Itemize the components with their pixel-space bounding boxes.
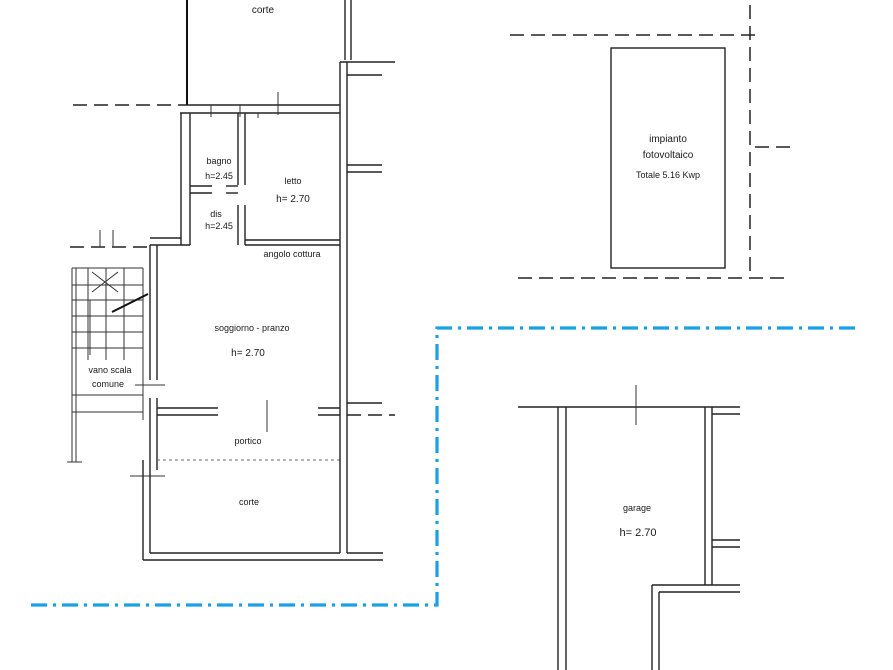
label-dis-height: h=2.45 [205, 221, 233, 231]
fotovoltaico-panel [610, 47, 726, 269]
label-garage-height: h= 2.70 [619, 527, 656, 539]
label-bagno-height: h=2.45 [205, 171, 233, 181]
label-angolo-cottura: angolo cottura [263, 249, 320, 259]
label-letto-height: h= 2.70 [276, 194, 310, 205]
label-corte-bottom: corte [239, 497, 259, 507]
label-bagno: bagno [206, 156, 231, 166]
label-soggiorno: soggiorno - pranzo [214, 323, 289, 333]
label-dis: dis [210, 209, 222, 219]
label-soggiorno-height: h= 2.70 [231, 348, 265, 359]
label-vano-scala: vano scala [88, 365, 131, 375]
stair-symbol [67, 230, 165, 463]
label-letto: letto [284, 176, 301, 186]
label-impianto: impianto [649, 134, 687, 145]
label-totale-kwp: Totale 5.16 Kwp [636, 170, 700, 180]
garage-walls [518, 385, 740, 670]
label-portico: portico [234, 436, 261, 446]
label-garage: garage [623, 503, 651, 513]
corte-top-area [73, 0, 395, 106]
property-boundary [28, 326, 855, 607]
apartment-walls [130, 62, 395, 561]
label-vano-scala-comune: comune [92, 379, 124, 389]
impianto-area [510, 5, 796, 279]
label-corte-top: corte [252, 5, 275, 16]
label-fotovoltaico: fotovoltaico [643, 150, 694, 161]
